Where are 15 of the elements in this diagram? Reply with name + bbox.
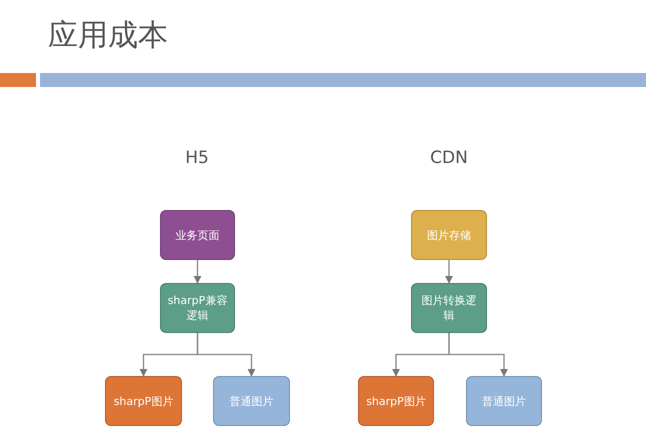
process-box: 普通图片 — [466, 376, 542, 426]
process-box: sharpP兼容逻辑 — [160, 283, 235, 333]
process-box: 普通图片 — [213, 376, 290, 426]
title: 应用成本 — [48, 17, 168, 55]
process-box: 图片存储 — [411, 210, 487, 260]
arrow — [448, 333, 508, 377]
arrow — [196, 333, 256, 377]
column-heading: H5 — [184, 147, 210, 169]
column-heading: CDN — [429, 147, 469, 169]
arrow — [445, 260, 453, 284]
arrow — [194, 260, 202, 284]
process-box: sharpP图片 — [358, 376, 434, 426]
process-box: 业务页面 — [160, 210, 235, 260]
process-box: sharpP图片 — [105, 376, 182, 426]
process-box: 图片转换逻辑 — [411, 283, 487, 333]
